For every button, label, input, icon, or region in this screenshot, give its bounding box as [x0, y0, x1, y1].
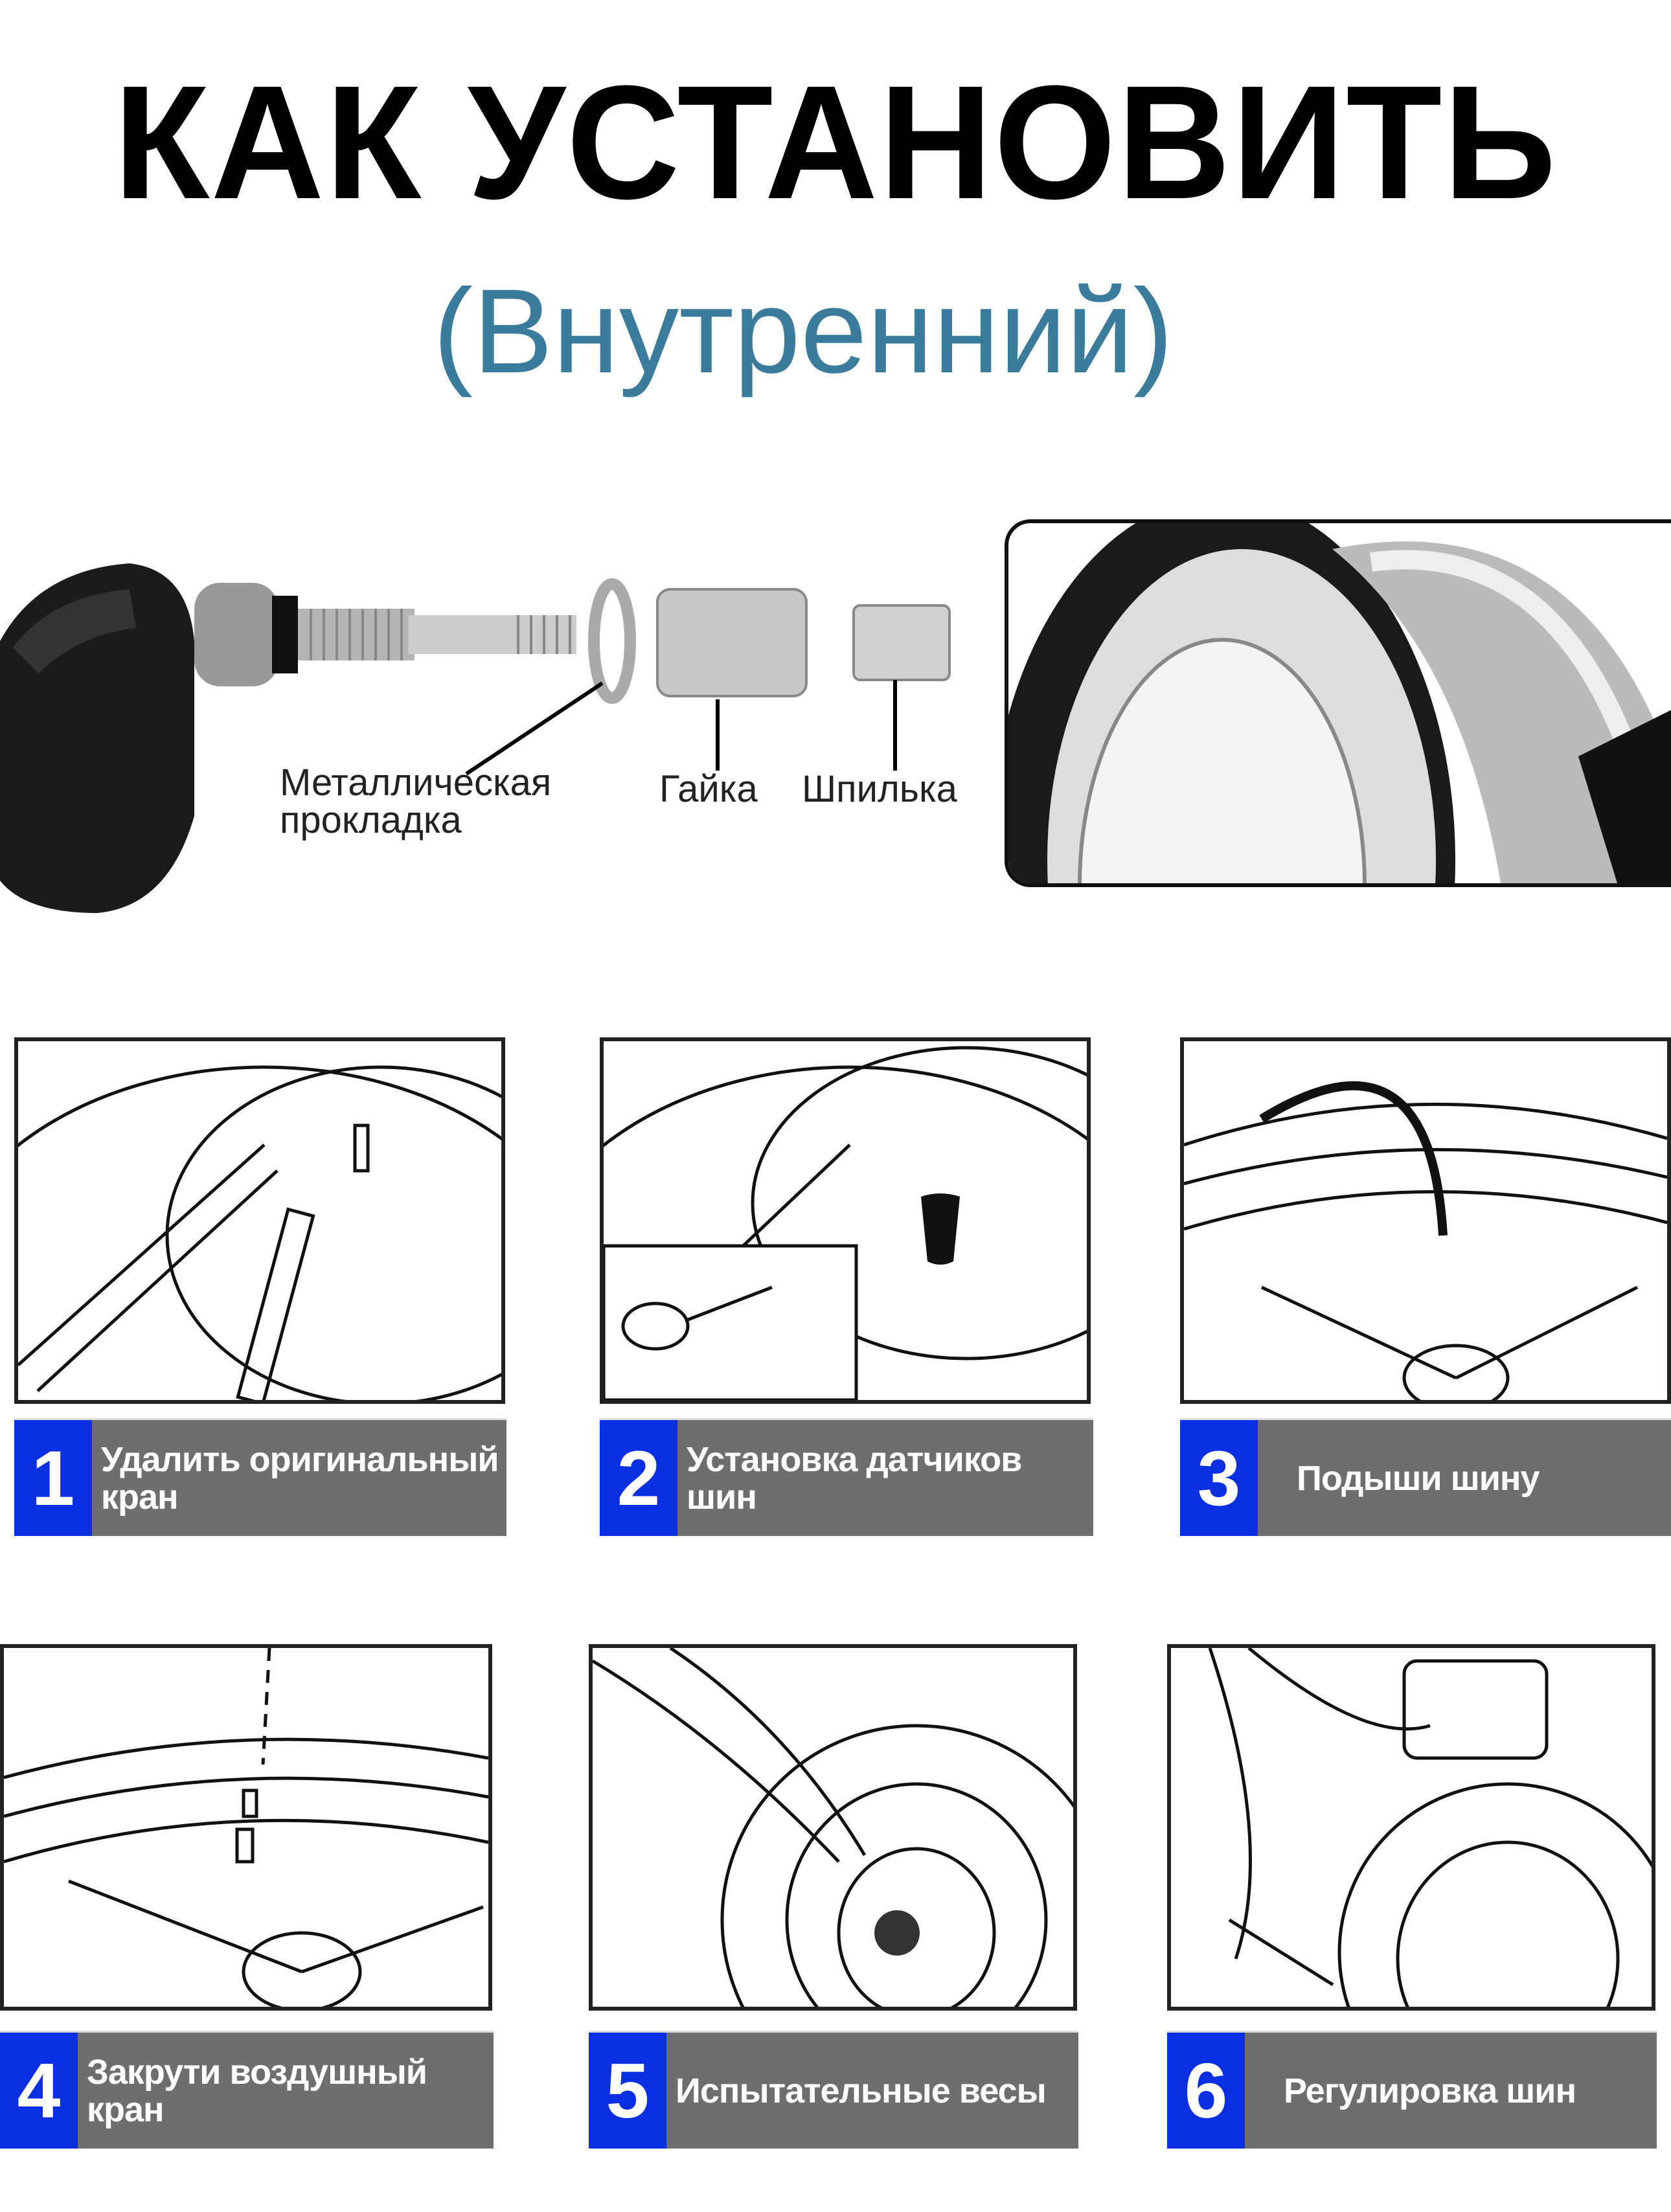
step-3-illustration	[1180, 1037, 1671, 1404]
cap-label: Шпилька	[802, 768, 957, 810]
step-text: Закрути воздушный кран	[87, 2052, 427, 2129]
step-6-label: 6 Регулировка шин	[1167, 2031, 1657, 2149]
step-2-illustration	[600, 1037, 1091, 1404]
step-2-label: 2 Установка датчиков шин	[600, 1418, 1093, 1536]
step-text: Установка датчиков шин	[687, 1439, 1022, 1517]
step-number: 6	[1167, 2033, 1245, 2149]
nut-label: Гайка	[659, 768, 758, 810]
step-text: Регулировка шин	[1284, 2071, 1576, 2110]
step-5-illustration	[589, 1644, 1077, 2011]
wheel-cutaway-image	[1005, 519, 1671, 887]
step-number: 5	[589, 2033, 666, 2149]
step-text: Подыши шину	[1297, 1458, 1540, 1498]
step-1-label: 1 Удалить оригинальный кран	[14, 1418, 506, 1536]
metal-gasket-image	[588, 578, 636, 704]
valve-stem-image	[194, 583, 576, 686]
gasket-label-line1: Металлическая	[280, 762, 552, 804]
step-4-illustration	[0, 1644, 492, 2011]
page-title: КАК УСТАНОВИТЬ	[113, 52, 1558, 232]
step-3-label: 3 Подыши шину	[1180, 1418, 1671, 1536]
step-text: Удалить оригинальный кран	[101, 1439, 499, 1517]
step-number: 1	[14, 1420, 92, 1536]
step-number: 3	[1180, 1420, 1258, 1536]
step-number: 2	[600, 1420, 677, 1536]
tpms-sensor-parts-illustration	[0, 563, 951, 913]
cap-image	[852, 604, 951, 681]
step-4-label: 4 Закрути воздушный кран	[0, 2031, 494, 2149]
sensor-body-image	[0, 563, 194, 913]
step-5-label: 5 Испытательные весы	[589, 2031, 1078, 2149]
step-1-illustration	[14, 1037, 505, 1404]
gasket-label: Металлическая прокладка	[280, 764, 551, 839]
nut-image	[656, 588, 808, 697]
step-number: 4	[0, 2033, 78, 2149]
page-subtitle: (Внутренний)	[433, 265, 1174, 398]
gasket-label-line2: прокладка	[280, 799, 462, 841]
step-text: Испытательные весы	[676, 2071, 1047, 2110]
step-6-illustration	[1167, 1644, 1655, 2011]
